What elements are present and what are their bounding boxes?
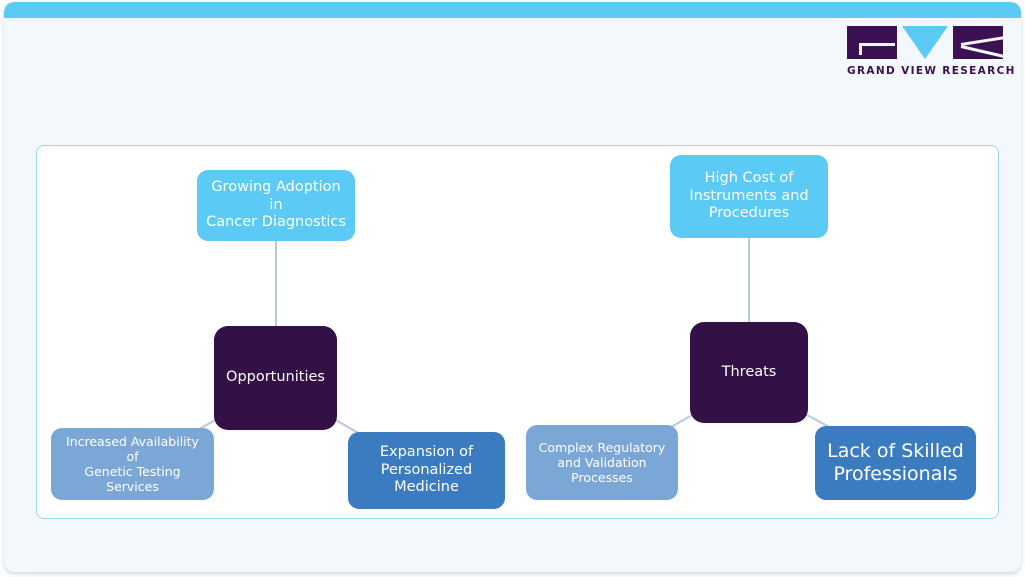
logo-r-mark-icon [953,26,1003,59]
node-lack-skilled-line1: Lack of Skilled [827,439,964,462]
node-expansion-personalized[interactable]: Expansion of Personalized Medicine [348,432,505,509]
logo-v-triangle-icon [902,26,948,59]
node-threats[interactable]: Threats [690,322,808,423]
node-complex-regulatory[interactable]: Complex Regulatory and Validation Proces… [526,425,678,500]
node-expansion-personalized-line3: Medicine [394,479,459,496]
node-expansion-personalized-line2: Personalized [380,461,473,478]
node-high-cost[interactable]: High Cost of Instruments and Procedures [670,155,828,238]
node-growing-adoption-line1: Growing Adoption in [211,178,341,213]
node-opportunities-label: Opportunities [226,369,325,386]
node-growing-adoption[interactable]: Growing Adoption in Cancer Diagnostics [197,170,355,241]
node-expansion-personalized-line1: Expansion of [379,443,474,460]
node-threats-label: Threats [721,363,777,380]
node-lack-skilled[interactable]: Lack of Skilled Professionals [815,426,976,500]
node-complex-regulatory-line1: Complex Regulatory [538,439,666,455]
node-complex-regulatory-line2: and Validation [557,454,647,470]
node-increased-availability-line2: Genetic Testing [84,464,181,479]
node-lack-skilled-line2: Professionals [833,463,958,485]
node-opportunities[interactable]: Opportunities [214,326,337,430]
node-high-cost-line1: High Cost of [704,169,794,186]
node-high-cost-line3: Procedures [708,205,790,222]
node-increased-availability-line3: Services [106,479,159,495]
logo-marks [847,26,1003,59]
brand-name: GRAND VIEW RESEARCH [847,65,1016,77]
node-high-cost-line2: Instruments and [689,187,809,204]
top-accent-bar [4,2,1021,18]
node-complex-regulatory-line3: Processes [571,470,633,486]
node-increased-availability-line1: Increased Availability of [66,433,199,464]
node-increased-availability[interactable]: Increased Availability of Genetic Testin… [51,428,214,500]
logo-g-mark-icon [847,26,897,59]
node-growing-adoption-line2: Cancer Diagnostics [206,214,346,231]
brand-logo: GRAND VIEW RESEARCH [847,26,1016,77]
